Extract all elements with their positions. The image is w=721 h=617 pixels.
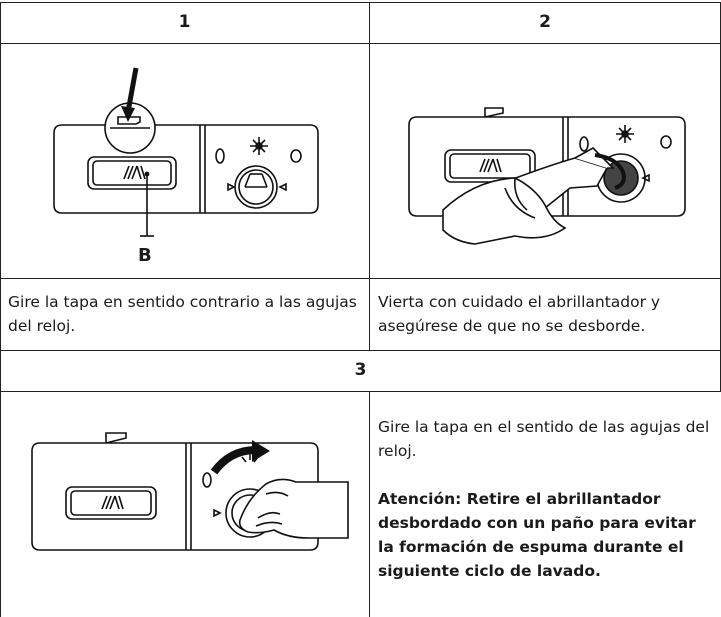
step-2-illustration <box>395 60 705 270</box>
row-divider <box>0 278 721 279</box>
hand-icon <box>240 479 348 538</box>
step-2-caption: Vierta con cuidado el abrillantador y as… <box>378 293 661 335</box>
step-1-caption: Gire la tapa en sentido contrario a las … <box>8 293 357 335</box>
row-divider <box>0 43 721 44</box>
row-divider <box>0 350 721 351</box>
step-2-number: 2 <box>539 12 551 32</box>
table-border-left <box>0 2 1 617</box>
step-3-text: Gire la tapa en el sentido de las agujas… <box>378 415 713 583</box>
column-divider <box>369 2 370 350</box>
step-3-caption: Gire la tapa en el sentido de las agujas… <box>378 418 710 460</box>
step-1-illustration <box>40 60 340 270</box>
callout-label-b: B <box>138 245 152 266</box>
sun-symbol-icon <box>250 137 268 155</box>
step-3-warning: Atención: Retire el abrillantador desbor… <box>378 490 696 580</box>
arrow-pointer-icon <box>121 68 136 122</box>
column-divider <box>369 391 370 617</box>
table-border-top <box>0 2 721 3</box>
hand-icon <box>443 178 565 244</box>
row-divider <box>0 391 721 392</box>
rotate-arrow-icon <box>214 440 270 472</box>
step-1-number: 1 <box>178 12 191 32</box>
step-3-number: 3 <box>354 360 367 380</box>
step-3-illustration <box>18 410 358 600</box>
